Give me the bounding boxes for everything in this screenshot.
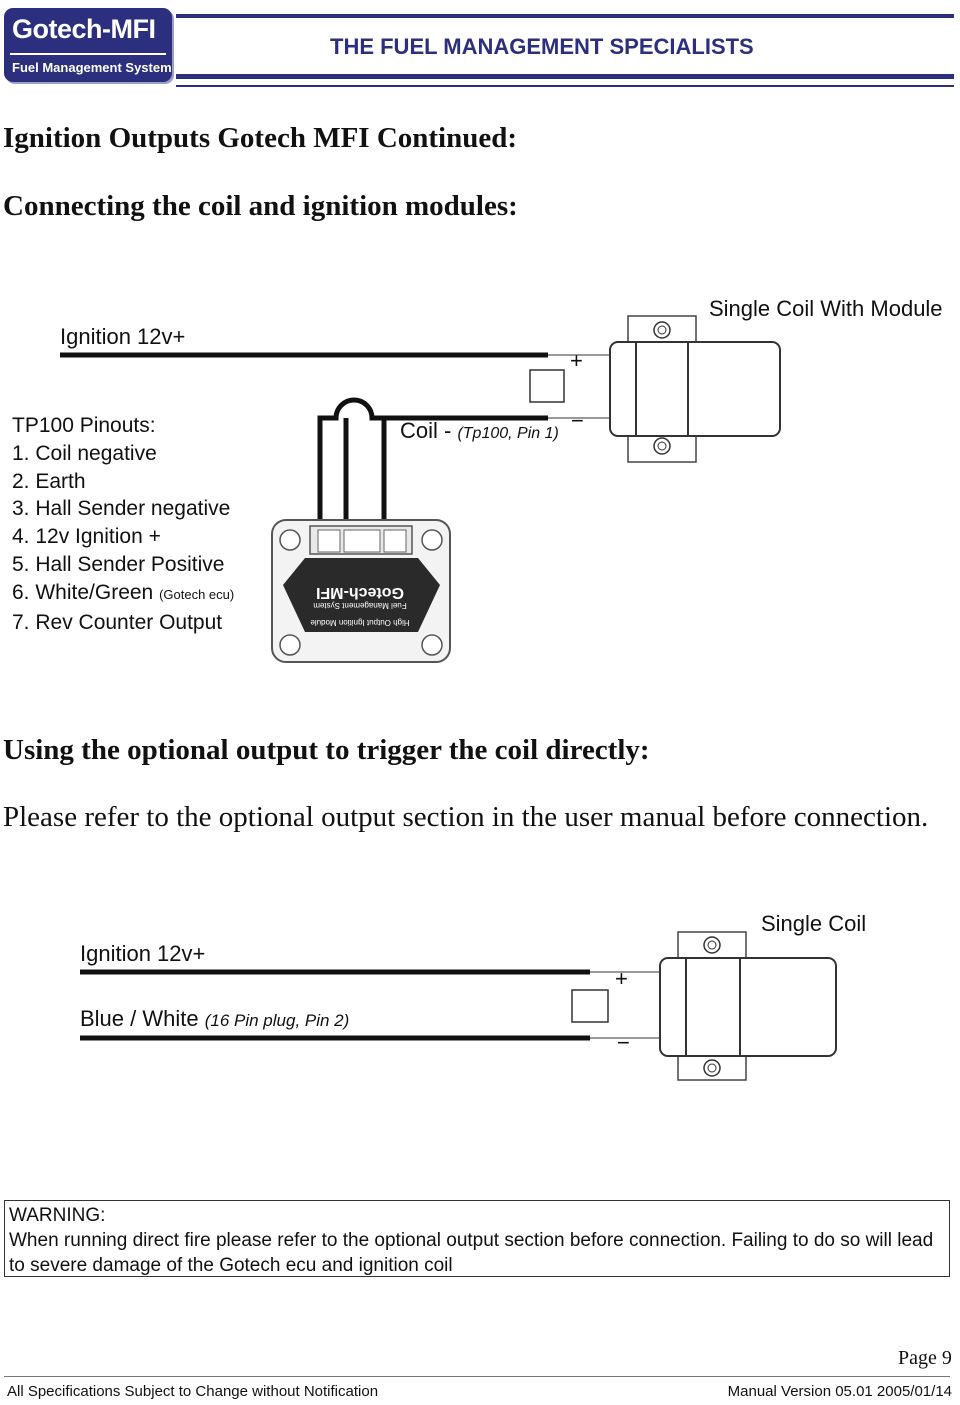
optional-heading: Using the optional output to trigger the… — [3, 734, 650, 766]
ignition-module — [271, 519, 451, 663]
pinout-6-note: (Gotech ecu) — [159, 586, 235, 602]
list-item: 3. Hall Sender negative — [12, 497, 231, 521]
trigger-wire-detail: (16 Pin plug, Pin 2) — [204, 1011, 350, 1030]
module-label: High Output Ignition Module Fuel Managem… — [300, 565, 420, 627]
single-coil — [571, 931, 837, 1081]
logo-rule — [10, 53, 166, 55]
ignition-label: Ignition 12v+ — [60, 324, 186, 349]
logo-name: Gotech-MFI — [12, 14, 156, 44]
optional-note: Please refer to the optional output sect… — [3, 801, 929, 833]
list-item: 2. Earth — [12, 469, 86, 493]
coil-wire-name: Coil - — [400, 418, 458, 443]
header-tagline: THE FUEL MANAGEMENT SPECIALISTS — [330, 34, 754, 59]
minus-terminal-label: − — [571, 408, 584, 433]
module-line1: Fuel Management System — [313, 601, 407, 610]
ignition-label-2: Ignition 12v+ — [80, 941, 206, 966]
pinouts-title: TP100 Pinouts: — [12, 414, 156, 437]
plus-terminal-label: + — [570, 348, 583, 373]
single-coil-title: Single Coil — [761, 911, 867, 936]
footer-rule — [4, 1376, 950, 1377]
pinouts-list: TP100 Pinouts: 1. Coil negative 2. Earth… — [12, 412, 234, 636]
module-wiring-diagram — [60, 315, 781, 663]
plus-terminal-label-2: + — [615, 966, 628, 991]
list-item: 1. Coil negative — [12, 441, 157, 465]
list-item: 5. Hall Sender Positive — [12, 552, 225, 576]
pinout-6: 6. White/Green — [12, 580, 154, 604]
header-rule-bottom — [176, 74, 954, 79]
section-heading: Connecting the coil and ignition modules… — [3, 190, 518, 222]
list-item: 6. White/Green (Gotech ecu) — [12, 579, 234, 609]
module-brand: Gotech-MFI — [316, 584, 404, 601]
header-rule-thin — [176, 85, 954, 87]
warning-text: When running direct fire please refer to… — [9, 1230, 934, 1276]
page-number: Page 9 — [898, 1347, 952, 1369]
brand-logo: Gotech-MFI Fuel Management System — [4, 8, 172, 82]
coil-wire-label: Coil - (Tp100, Pin 1) — [400, 418, 559, 444]
direct-coil-diagram — [80, 931, 837, 1081]
footer-disclaimer: All Specifications Subject to Change wit… — [7, 1383, 379, 1400]
list-item: 7. Rev Counter Output — [12, 610, 223, 634]
warning-box: WARNING: When running direct fire please… — [4, 1200, 950, 1277]
logo-subtitle: Fuel Management System — [12, 60, 172, 75]
minus-terminal-label-2: − — [617, 1030, 630, 1055]
coil-wire-detail: (Tp100, Pin 1) — [457, 425, 559, 442]
warning-title: WARNING: — [9, 1205, 106, 1226]
coil-title: Single Coil With Module — [709, 296, 943, 321]
footer-version: Manual Version 05.01 2005/01/14 — [727, 1383, 952, 1400]
coil-negative-wire — [317, 397, 548, 560]
page-title: Ignition Outputs Gotech MFI Continued: — [3, 122, 518, 154]
coil-with-module — [529, 315, 781, 463]
trigger-wire-name: Blue / White — [80, 1006, 205, 1031]
trigger-wire-label: Blue / White (16 Pin plug, Pin 2) — [80, 1006, 349, 1032]
module-line2: High Output Ignition Module — [310, 618, 410, 627]
header-rule-top — [176, 14, 954, 18]
list-item: 4. 12v Ignition + — [12, 525, 161, 549]
